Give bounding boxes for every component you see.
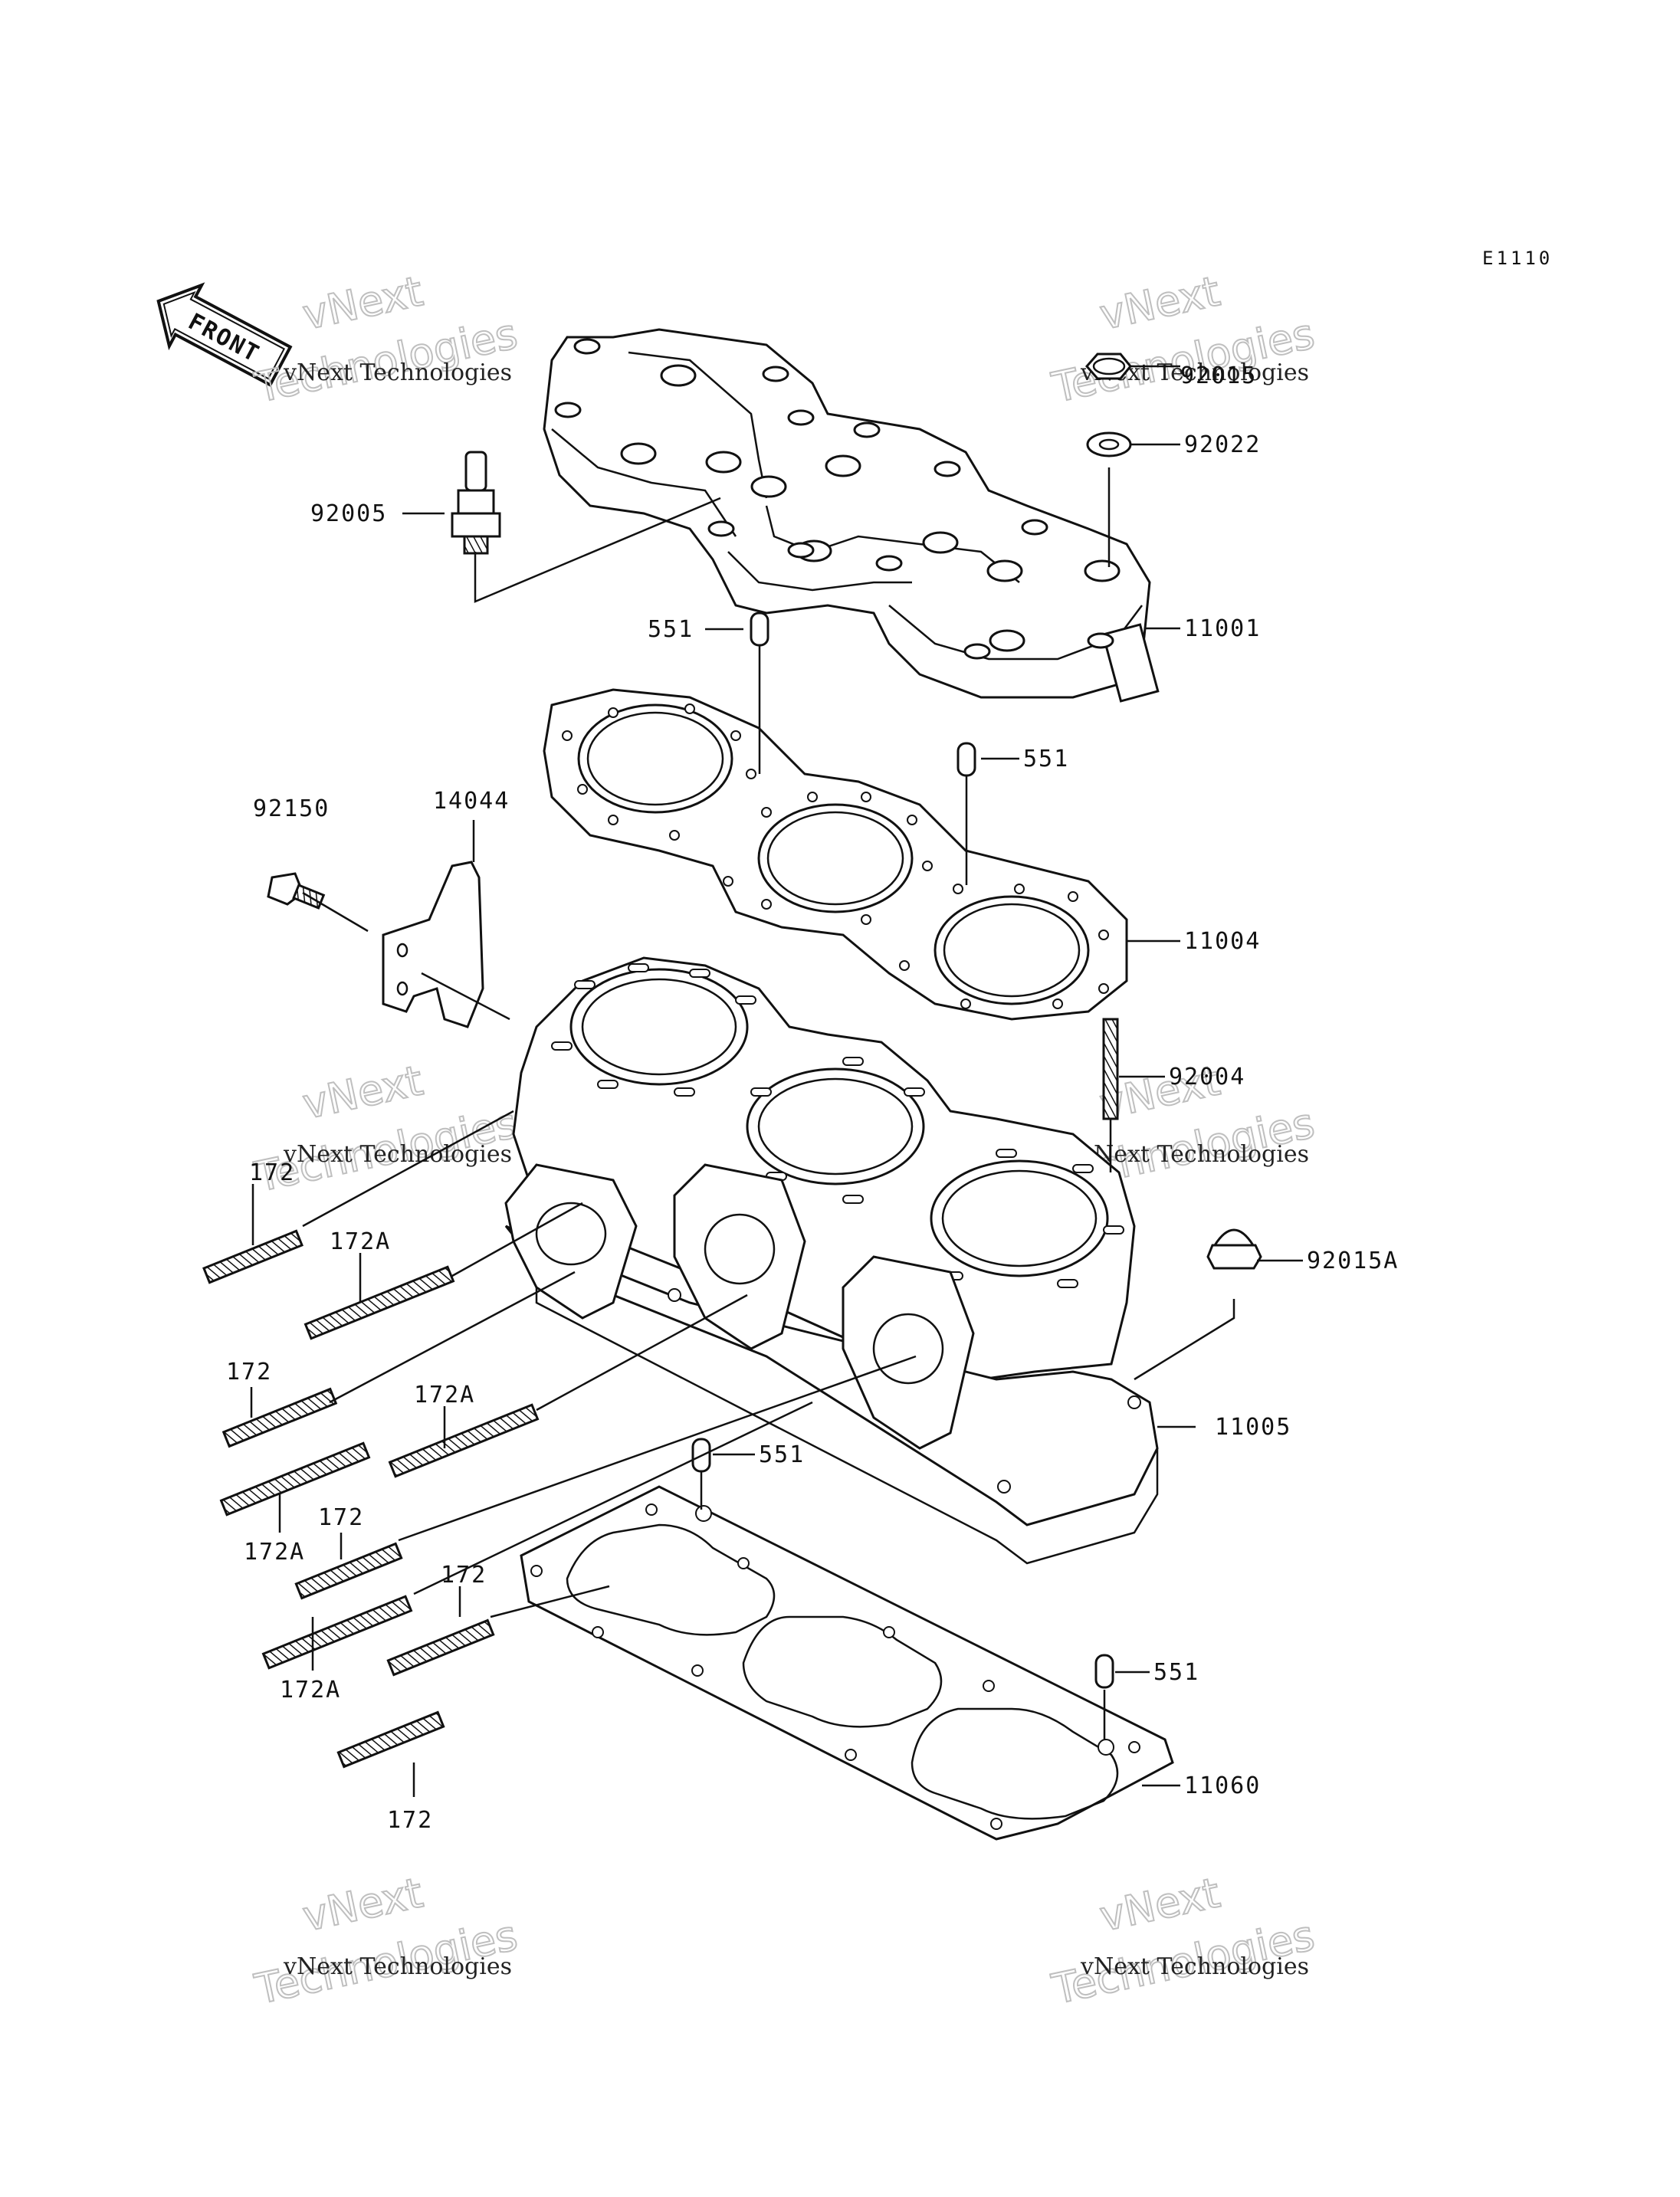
callout-172: 172 [226,1359,272,1385]
svg-text:vNext: vNext [299,1868,427,1940]
cylinder-block-11005 [504,956,1159,1565]
bracket-14044 [382,861,484,1028]
callout-551: 551 [648,616,694,643]
cap-nut-92015A [1206,1228,1262,1270]
callout-172A: 172A [244,1539,305,1566]
svg-text:vNext: vNext [1096,267,1224,339]
callout-14044: 14044 [433,788,510,815]
callout-172: 172 [249,1159,295,1186]
callout-11005: 11005 [1215,1414,1291,1441]
callout-92150: 92150 [253,795,330,822]
stud-92004 [1102,1018,1119,1120]
callout-11060: 11060 [1184,1772,1261,1799]
watermark-caption: vNext Technologies [283,359,512,386]
watermark-bottom-right: vNext Technologies [1047,1867,1319,2015]
callout-551: 551 [759,1441,805,1468]
callout-11004: 11004 [1184,928,1261,955]
callout-92004: 92004 [1169,1064,1245,1090]
callout-172: 172 [318,1504,364,1531]
nut-92015 [1085,353,1132,380]
callout-92005: 92005 [310,500,387,527]
cylinder-head-11001 [543,328,1160,703]
watermark-caption: vNext Technologies [283,1953,512,1980]
dowel-pin-551-b [956,742,976,777]
dowel-pin-551-a [750,612,769,647]
stud-172A-a [304,1265,455,1340]
stud-172-e [336,1710,445,1769]
watermark-top-right: vNext Technologies [1047,266,1319,413]
watermark-bottom-left: vNext Technologies [250,1867,522,2015]
stud-172-c [294,1542,403,1600]
base-gasket-11060 [520,1485,1174,1841]
callout-172: 172 [441,1562,487,1589]
watermark-top-left: vNext Technologies [250,266,522,413]
callout-551: 551 [1023,746,1069,772]
studs [202,1229,540,1769]
callout-551: 551 [1153,1659,1199,1686]
svg-text:vNext: vNext [299,267,427,339]
callout-92022: 92022 [1184,431,1261,458]
callout-92015: 92015 [1180,362,1257,389]
callout-92015A: 92015A [1307,1248,1399,1274]
watermark-caption: vNext Technologies [1080,1141,1309,1168]
svg-text:vNext: vNext [299,1056,427,1128]
dowel-pin-551-d [1094,1654,1114,1689]
watermark-caption: vNext Technologies [283,1141,512,1168]
callout-labels: 92015 92022 92005 11001 551 551 92150 14… [226,362,1399,1834]
washer-92022 [1086,431,1132,457]
callout-172A: 172A [414,1382,475,1408]
callout-172A: 172A [330,1228,391,1255]
leader-lines [250,365,1303,1797]
callout-172: 172 [387,1807,433,1834]
callout-11001: 11001 [1184,615,1261,642]
diagram-code: E1110 [1482,248,1553,269]
stud-172-d [386,1618,495,1677]
stud-172A-c [388,1403,540,1478]
fitting-92005 [451,451,501,555]
bolt-92150 [267,872,326,910]
stud-172A-d [261,1595,413,1670]
stud-172-b [221,1387,338,1448]
svg-text:vNext: vNext [1096,1868,1224,1940]
stud-172-a [202,1229,304,1284]
stud-172A-b [219,1441,371,1517]
head-gasket-11004 [543,688,1128,1021]
watermark-caption: vNext Technologies [1080,1953,1309,1980]
callout-172A: 172A [280,1677,341,1703]
